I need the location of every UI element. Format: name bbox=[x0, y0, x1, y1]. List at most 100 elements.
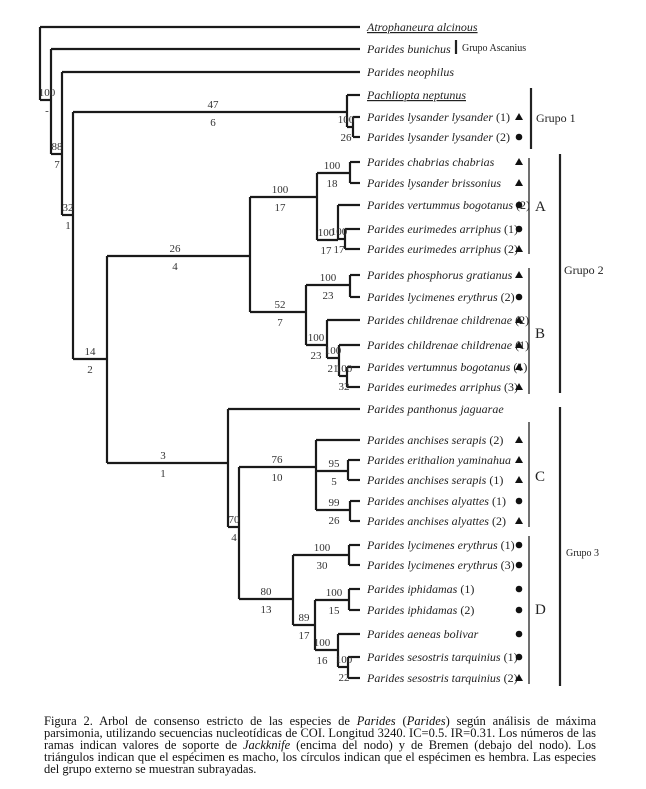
bremer-value: 26 bbox=[341, 132, 353, 144]
jackknife-value: 100 bbox=[336, 654, 353, 666]
taxon-label: Parides panthonus jaguarae bbox=[366, 402, 504, 416]
jackknife-value: 99 bbox=[329, 497, 341, 509]
female-circle-icon bbox=[515, 497, 523, 505]
female-circle-icon bbox=[515, 225, 523, 233]
bremer-value: 16 bbox=[317, 655, 329, 667]
female-circle-icon bbox=[515, 606, 523, 614]
taxon-label: Parides anchises alyattes (2) bbox=[366, 514, 506, 528]
taxon-label: Parides iphidamas (1) bbox=[366, 582, 474, 596]
bremer-value: 21 bbox=[328, 363, 339, 375]
taxon-label: Parides lycimenes erythrus (1) bbox=[366, 538, 515, 552]
bremer-value: 7 bbox=[54, 159, 60, 171]
bremer-value: 17 bbox=[334, 244, 346, 256]
female-circle-icon bbox=[515, 201, 523, 209]
jackknife-value: 100 bbox=[308, 332, 325, 344]
bremer-value: 32 bbox=[339, 381, 350, 393]
bremer-value: 22 bbox=[339, 672, 350, 684]
bremer-value: 26 bbox=[329, 515, 341, 527]
female-circle-icon bbox=[515, 561, 523, 569]
taxon-label: Parides sesostris tarquinius (2) bbox=[366, 671, 518, 685]
bremer-value: 17 bbox=[299, 630, 311, 642]
taxon-label: Atrophaneura alcinous bbox=[366, 20, 478, 34]
group-1: Grupo 1 bbox=[529, 88, 576, 149]
jackknife-value: 100 bbox=[314, 637, 331, 649]
taxon-label: Parides aeneas bolivar bbox=[366, 627, 479, 641]
bremer-value: 4 bbox=[231, 532, 237, 544]
male-triangle-icon bbox=[515, 316, 523, 323]
jackknife-value: 14 bbox=[85, 346, 97, 358]
bremer-value: 23 bbox=[311, 350, 323, 362]
jackknife-value: 100 bbox=[336, 363, 353, 375]
male-triangle-icon bbox=[515, 436, 523, 443]
group-3: Grupo 3 bbox=[558, 407, 599, 686]
jackknife-value: 100 bbox=[272, 184, 289, 196]
clade-d-label: D bbox=[535, 602, 546, 618]
female-circle-icon bbox=[515, 585, 523, 593]
taxon-label: Parides anchises serapis (2) bbox=[366, 433, 503, 447]
female-circle-icon bbox=[515, 293, 523, 301]
male-triangle-icon bbox=[515, 245, 523, 252]
jackknife-value: 100 bbox=[314, 542, 331, 554]
caption-genus: Parides bbox=[356, 714, 396, 728]
male-triangle-icon bbox=[515, 476, 523, 483]
jackknife-value: 89 bbox=[299, 612, 311, 624]
jackknife-value: 95 bbox=[329, 458, 341, 470]
female-circle-icon bbox=[515, 133, 523, 141]
bremer-value: 10 bbox=[272, 472, 284, 484]
caption-text: ) según análisis de máxima parsimonia, u… bbox=[44, 714, 596, 752]
sex-symbols bbox=[515, 113, 523, 681]
bremer-value: 13 bbox=[261, 604, 273, 616]
clade-d: D bbox=[528, 536, 546, 684]
caption-text: (encima del nodo) y de Bremen (debajo de… bbox=[44, 738, 597, 776]
clade-a-label: A bbox=[535, 199, 546, 215]
male-triangle-icon bbox=[515, 113, 523, 120]
taxon-label: Parides erithalion yaminahua bbox=[366, 453, 511, 467]
taxon-label: Parides bunichus bbox=[366, 42, 451, 56]
male-triangle-icon bbox=[515, 158, 523, 165]
jackknife-value: 26 bbox=[170, 243, 182, 255]
bremer-value: 17 bbox=[321, 245, 333, 257]
jackknife-value: 47 bbox=[208, 99, 220, 111]
male-triangle-icon bbox=[515, 674, 523, 681]
taxon-label: Parides eurimedes arriphus (1) bbox=[366, 222, 518, 236]
jackknife-value: 100 bbox=[338, 114, 355, 126]
bremer-value: 6 bbox=[210, 117, 216, 129]
bremer-value: 15 bbox=[329, 605, 341, 617]
jackknife-value: 3 bbox=[160, 450, 166, 462]
bremer-value: 1 bbox=[160, 468, 166, 480]
clade-c: C bbox=[528, 422, 545, 527]
bremer-value: - bbox=[45, 105, 49, 117]
jackknife-value: 80 bbox=[261, 586, 273, 598]
taxon-label: Parides childrenae childrenae (1) bbox=[366, 338, 529, 352]
bremer-value: 2 bbox=[87, 364, 93, 376]
taxon-label: Pachliopta neptunus bbox=[366, 88, 466, 102]
bremer-value: 30 bbox=[317, 560, 329, 572]
clade-b: B bbox=[528, 268, 545, 394]
tree-branches bbox=[38, 25, 360, 680]
group-1-label: Grupo 1 bbox=[536, 111, 576, 125]
male-triangle-icon bbox=[515, 179, 523, 186]
group-ascanius: Grupo Ascanius bbox=[454, 40, 526, 54]
taxon-label: Parides anchises alyattes (1) bbox=[366, 494, 506, 508]
taxon-label: Parides childrenae childrenae (2) bbox=[366, 313, 529, 327]
taxon-label: Parides lysander lysander (2) bbox=[366, 130, 510, 144]
bremer-value: 4 bbox=[172, 261, 178, 273]
female-circle-icon bbox=[515, 630, 523, 638]
taxon-label: Parides anchises serapis (1) bbox=[366, 473, 503, 487]
taxon-label: Parides eurimedes arriphus (2) bbox=[366, 242, 518, 256]
caption-method: Jackknife bbox=[242, 738, 291, 752]
male-triangle-icon bbox=[515, 383, 523, 390]
jackknife-value: 32 bbox=[63, 202, 74, 214]
group-2-label: Grupo 2 bbox=[564, 263, 604, 277]
taxon-label: Parides eurimedes arriphus (3) bbox=[366, 380, 518, 394]
clade-c-label: C bbox=[535, 469, 545, 485]
group-3-label: Grupo 3 bbox=[566, 548, 599, 559]
male-triangle-icon bbox=[515, 271, 523, 278]
jackknife-value: 100 bbox=[320, 272, 337, 284]
jackknife-value: 100 bbox=[324, 160, 341, 172]
jackknife-value: 100 bbox=[39, 87, 56, 99]
group-2: Grupo 2 bbox=[558, 154, 604, 393]
